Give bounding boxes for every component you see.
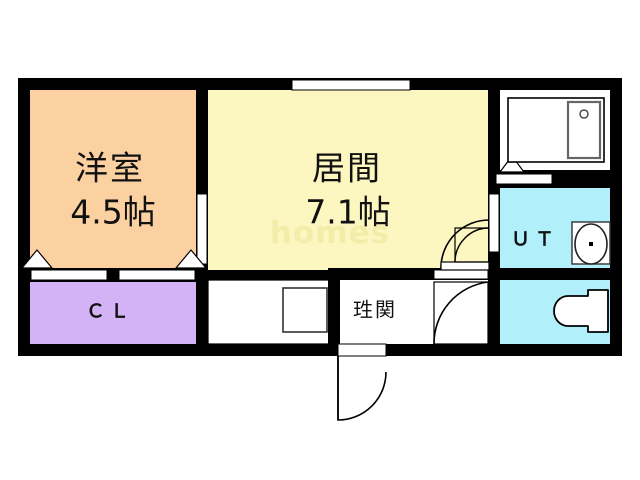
utility-door-frame-inner bbox=[454, 227, 490, 263]
room-closet-floor bbox=[30, 282, 196, 344]
wall-living-corridor bbox=[196, 270, 330, 280]
closet-door-marker-right bbox=[174, 249, 208, 269]
room-area-washitsu: 4.5帖 bbox=[70, 193, 155, 232]
room-area-living: 7.1帖 bbox=[305, 193, 390, 232]
watermark-text: homes bbox=[270, 215, 390, 251]
washbasin-drain-icon bbox=[589, 242, 593, 246]
room-label-genkan: 珄関 bbox=[353, 298, 397, 322]
bathtub-drain-icon bbox=[579, 109, 589, 119]
living-top-window bbox=[291, 79, 411, 91]
room-label-utility: ＵＴ bbox=[511, 229, 559, 251]
wall-living-wet-upper bbox=[488, 84, 500, 194]
entry-door-arc bbox=[337, 356, 387, 421]
closet-door-marker-left bbox=[20, 249, 54, 269]
room-label-closet: ＣＬ bbox=[86, 301, 134, 323]
bathroom-door-marker bbox=[498, 155, 526, 173]
utility-door-leaf-panel-outer[interactable] bbox=[440, 261, 490, 271]
genkan-door-arc bbox=[433, 281, 489, 345]
closet-sliding-door-left[interactable] bbox=[30, 269, 108, 281]
kitchen-corridor-outline bbox=[207, 279, 331, 345]
room-living-floor-ext bbox=[208, 90, 488, 270]
washitsu-sliding-door[interactable] bbox=[196, 193, 208, 265]
room-label-living: 居間 bbox=[312, 149, 382, 188]
bathroom-door[interactable] bbox=[495, 173, 553, 185]
closet-sliding-door-right[interactable] bbox=[118, 269, 196, 281]
genkan-door-frame bbox=[433, 281, 489, 345]
toilet-bowl-icon bbox=[553, 289, 609, 333]
kitchen-sink-unit bbox=[282, 287, 328, 333]
genkan-door-opening[interactable] bbox=[433, 269, 489, 280]
room-label-washitsu: 洋室 bbox=[75, 149, 145, 188]
wall-utility-toilet bbox=[488, 268, 610, 280]
room-washitsu-floor bbox=[30, 90, 196, 268]
wall-corridor-genkan bbox=[328, 270, 340, 346]
utility-door-opening[interactable] bbox=[488, 193, 500, 253]
entry-door-opening[interactable] bbox=[337, 343, 387, 357]
wall-washitsu-living-upper bbox=[196, 84, 208, 194]
